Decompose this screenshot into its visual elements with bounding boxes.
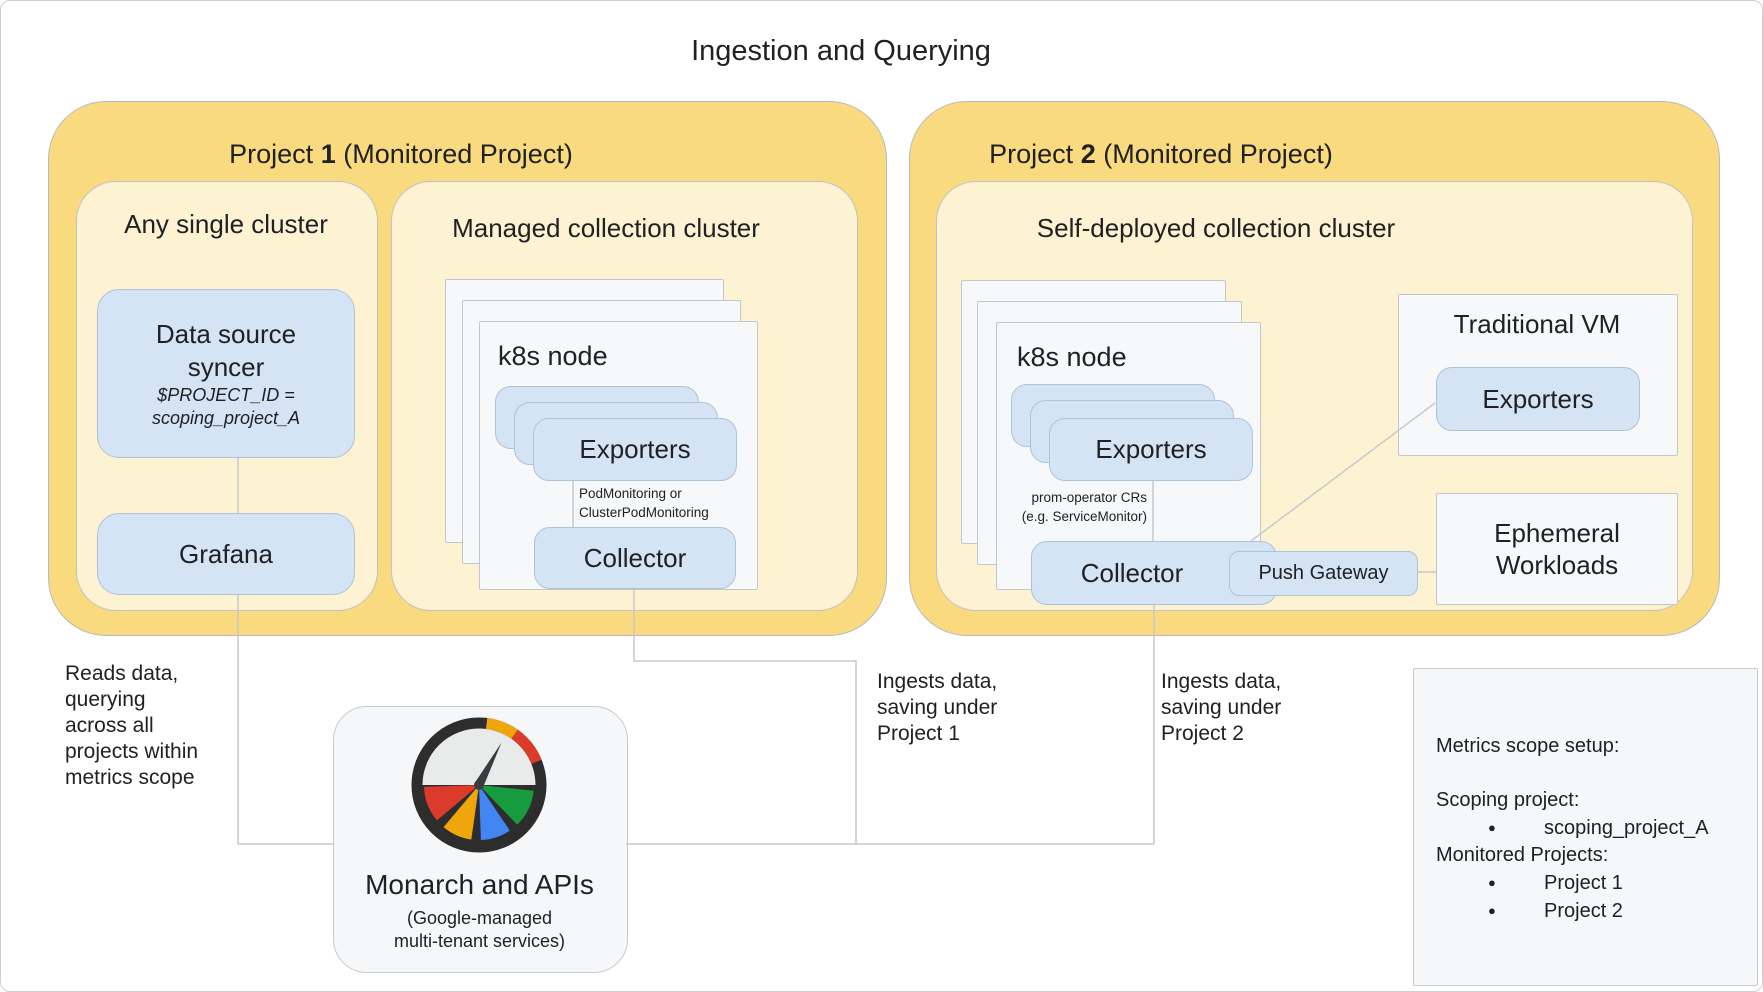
syncer-param-line1: $PROJECT_ID = [157, 384, 295, 405]
monitored-projects-label: Monitored Projects: [1436, 844, 1609, 866]
project1-title-number: 1 [320, 139, 336, 169]
scoping-project-item: ● scoping_project_A [1436, 814, 1757, 842]
ingest2-line1: Ingests data, [1161, 670, 1282, 693]
monitoring-gauge-icon [411, 717, 547, 853]
reads-data-line5: metrics scope [65, 766, 195, 789]
k8s-node-label-p1: k8s node [498, 341, 608, 371]
scoping-project-item-label: scoping_project_A [1544, 817, 1709, 839]
exporters-box-p1: Exporters [533, 418, 737, 481]
managed-cluster-title: Managed collection cluster [452, 213, 760, 243]
monarch-subtitle-line2: multi-tenant services) [393, 931, 566, 951]
collector-box-p1: Collector [534, 527, 736, 589]
data-source-syncer-label-line2: syncer [187, 351, 265, 382]
grafana-box: Grafana [97, 513, 355, 595]
reads-data-line3: across all [65, 714, 154, 737]
exporters-box-vm: Exporters [1436, 367, 1640, 431]
push-gateway-box: Push Gateway [1229, 551, 1418, 596]
traditional-vm-title: Traditional VM [1453, 309, 1621, 339]
bullet-icon: ● [1488, 903, 1496, 918]
reads-data-annotation: Reads data, querying across all projects… [65, 661, 198, 791]
project1-title-prefix: Project [229, 139, 321, 169]
ingest1-line2: saving under [877, 696, 998, 719]
podmonitoring-note-line2: ClusterPodMonitoring [579, 505, 709, 520]
project2-title: Project 2 (Monitored Project) [861, 139, 1461, 170]
syncer-param-line2: scoping_project_A [151, 407, 301, 428]
project2-title-suffix: (Monitored Project) [1095, 139, 1333, 169]
monarch-title: Monarch and APIs [365, 869, 594, 900]
monitored-project-item-1-label: Project 1 [1544, 872, 1623, 894]
reads-data-line4: projects within [65, 740, 199, 763]
metrics-scope-title: Metrics scope setup: [1436, 735, 1620, 757]
collector-box-p2-label: Collector [1080, 557, 1184, 588]
bullet-icon: ● [1488, 820, 1496, 835]
podmonitoring-note-line1: PodMonitoring or [579, 486, 682, 501]
monitored-project-item-2-label: Project 2 [1544, 900, 1623, 922]
monitored-project-item-1: ● Project 1 [1436, 869, 1757, 897]
ephemeral-workloads-line2: Workloads [1495, 550, 1619, 580]
ingest1-line1: Ingests data, [877, 670, 998, 693]
project1-title: Project 1 (Monitored Project) [101, 139, 701, 170]
prom-operator-note-line2: (e.g. ServiceMonitor) [1021, 509, 1147, 524]
data-source-syncer-label-line1: Data source [155, 318, 297, 349]
ephemeral-workloads-box: Ephemeral Workloads [1436, 493, 1678, 605]
prom-operator-note: prom-operator CRs (e.g. ServiceMonitor) [979, 488, 1147, 526]
collector-box-p2: Collector [1031, 541, 1277, 605]
scoping-project-label: Scoping project: [1436, 789, 1580, 811]
monarch-subtitle-line1: (Google-managed [406, 908, 553, 928]
ephemeral-workloads-line1: Ephemeral [1494, 518, 1620, 548]
ingest2-line2: saving under [1161, 696, 1282, 719]
monitored-project-item-2: ● Project 2 [1436, 897, 1757, 925]
any-single-cluster-title: Any single cluster [124, 209, 328, 239]
ingest1-line3: Project 1 [877, 722, 960, 745]
project1-title-suffix: (Monitored Project) [335, 139, 573, 169]
ingest-project1-annotation: Ingests data, saving under Project 1 [877, 669, 997, 747]
project2-title-prefix: Project [989, 139, 1081, 169]
metrics-scope-spacer [1436, 760, 1757, 787]
self-deployed-cluster-title: Self-deployed collection cluster [1036, 213, 1396, 243]
ingest-project2-annotation: Ingests data, saving under Project 2 [1161, 669, 1281, 747]
exporters-box-p2: Exporters [1049, 418, 1253, 481]
prom-operator-note-line1: prom-operator CRs [1031, 490, 1147, 505]
reads-data-line1: Reads data, [65, 662, 179, 685]
ingest2-line3: Project 2 [1161, 722, 1244, 745]
reads-data-line2: querying [65, 688, 146, 711]
bullet-icon: ● [1488, 875, 1496, 890]
project2-title-number: 2 [1080, 139, 1096, 169]
metrics-scope-panel: Metrics scope setup: Scoping project: ● s… [1413, 668, 1758, 986]
podmonitoring-note: PodMonitoring or ClusterPodMonitoring [579, 484, 709, 522]
data-source-syncer-box: Data source syncer $PROJECT_ID = scoping… [97, 289, 355, 458]
page-title: Ingestion and Querying [691, 35, 991, 67]
k8s-node-label-p2: k8s node [1017, 342, 1127, 372]
